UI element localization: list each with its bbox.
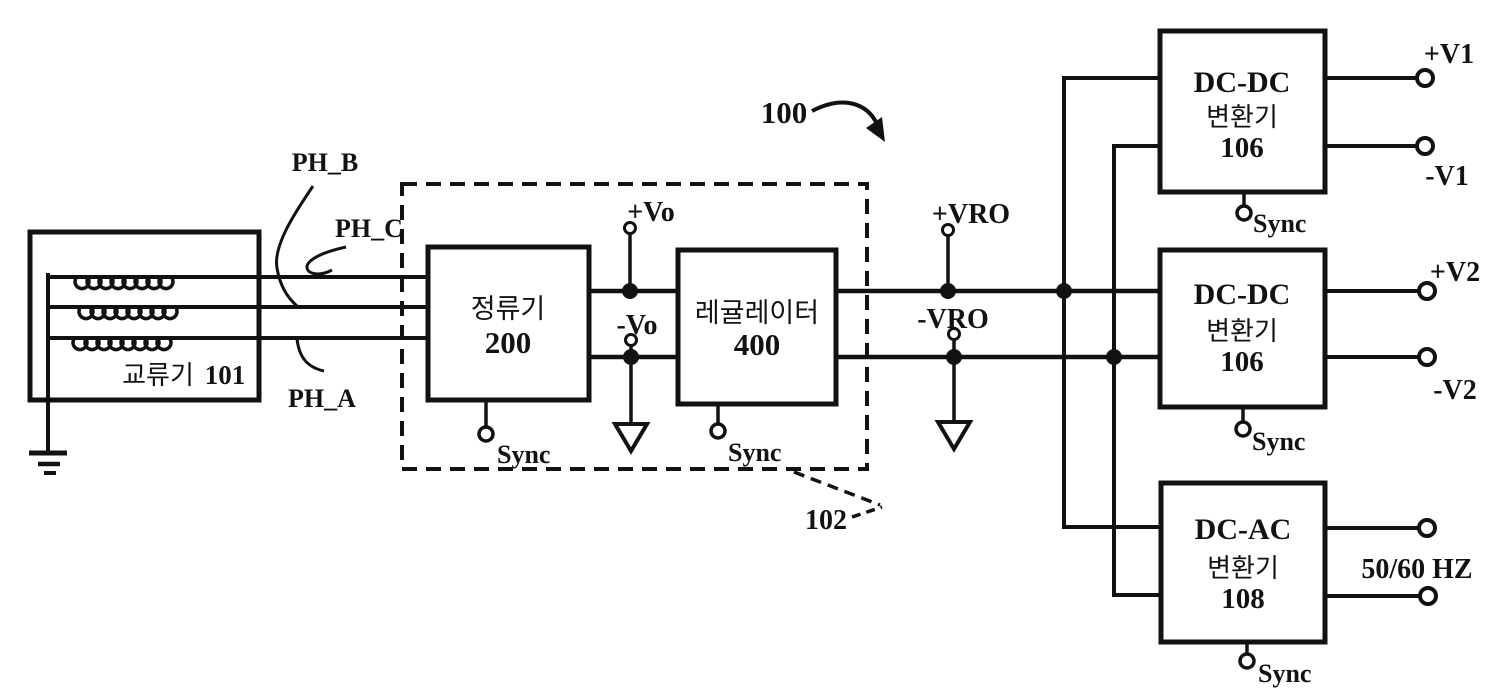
earth-ground-icon bbox=[29, 450, 67, 475]
output-terminal-icon bbox=[1417, 518, 1437, 538]
subsystem-ref: 102 bbox=[805, 505, 847, 536]
rectifier-sync-terminal-icon bbox=[477, 425, 495, 443]
dcdc-top-output-pos-label: +V1 bbox=[1424, 39, 1474, 70]
regulator-sync-terminal-icon bbox=[709, 422, 727, 440]
figure-ref-arrowhead-icon bbox=[866, 117, 885, 142]
output-terminal-icon bbox=[1417, 281, 1437, 301]
dcdc-top-type: DC-DC bbox=[1194, 66, 1291, 99]
rectifier-ref: 200 bbox=[485, 325, 532, 360]
regulator-box bbox=[675, 247, 839, 407]
dcdc-mid-output-neg-label: -V2 bbox=[1433, 375, 1477, 406]
winding-coil-icon-top bbox=[73, 274, 175, 291]
distribution-wiring bbox=[1056, 76, 1161, 597]
phase-a-label: PH_A bbox=[288, 384, 356, 413]
dcdc-converter-mid-block: DC-DC 변환기 106 +V2 -V2 Sync bbox=[1157, 247, 1480, 456]
regulator-sync-label: Sync bbox=[728, 438, 781, 467]
generator-label: 교류기 bbox=[122, 361, 194, 390]
subsystem-ref-callout: 102 bbox=[793, 470, 883, 536]
regulator-block: 레귤레이터 400 Sync bbox=[675, 247, 839, 467]
dcdc-mid-sync-terminal-icon bbox=[1234, 420, 1252, 438]
subsystem-dashed-boundary bbox=[400, 182, 869, 471]
junction-dot bbox=[940, 283, 956, 299]
dcac-output-label: 50/60 HZ bbox=[1361, 554, 1472, 585]
rectifier-block: 정류기 200 Sync bbox=[425, 244, 592, 469]
regulator-label: 레귤레이터 bbox=[695, 298, 819, 328]
rectifier-label: 정류기 bbox=[471, 294, 546, 324]
dcac-sync-terminal-icon bbox=[1238, 652, 1256, 670]
vro-negative-node: -VRO bbox=[917, 304, 989, 453]
negative-distribution-line bbox=[1112, 144, 1161, 597]
triangle-ground-icon bbox=[934, 420, 974, 453]
dcdc-mid-output-pos-label: +V2 bbox=[1430, 257, 1480, 288]
subsystem-leader-line bbox=[793, 470, 881, 507]
phase-labels: PH_B PH_C PH_A bbox=[275, 148, 403, 413]
dcac-box bbox=[1158, 480, 1328, 645]
dcdc-top-sync-terminal-icon bbox=[1235, 204, 1253, 222]
subsystem-leader-dash bbox=[851, 505, 883, 519]
phase-a-leader-line bbox=[295, 338, 325, 373]
junction-dot bbox=[1056, 283, 1072, 299]
winding-coil-icon-bottom bbox=[71, 335, 173, 352]
phase-c-leader-line bbox=[305, 245, 347, 276]
dcdc-mid-sync-label: Sync bbox=[1252, 427, 1305, 456]
output-terminal-icon bbox=[1415, 68, 1435, 88]
figure-ref-callout: 100 bbox=[761, 95, 885, 142]
generator-ref: 101 bbox=[205, 360, 246, 390]
dcdc-top-label: 변환기 bbox=[1206, 103, 1278, 132]
regulator-ref: 400 bbox=[734, 327, 781, 362]
vro-positive-terminal-icon bbox=[941, 223, 955, 237]
dcdc-top-output-neg-label: -V1 bbox=[1425, 161, 1469, 192]
junction-dot bbox=[622, 283, 638, 299]
dcdc-converter-top-block: DC-DC 변환기 106 +V1 -V1 Sync bbox=[1157, 28, 1474, 238]
dcdc-mid-type: DC-DC bbox=[1194, 278, 1291, 311]
phase-b-leader-line bbox=[275, 185, 315, 308]
dcdc-top-ref: 106 bbox=[1220, 132, 1264, 164]
output-terminal-icon bbox=[1418, 586, 1438, 606]
dcac-sync-label: Sync bbox=[1258, 659, 1311, 688]
junction-dot bbox=[1106, 349, 1122, 365]
phase-c-label: PH_C bbox=[335, 214, 403, 243]
figure-ref-arrow bbox=[811, 100, 879, 125]
output-terminal-icon bbox=[1415, 136, 1435, 156]
dcac-ref: 108 bbox=[1221, 583, 1265, 615]
vo-positive-label: +Vo bbox=[627, 197, 675, 228]
generator-box bbox=[27, 229, 262, 403]
triangle-ground-icon bbox=[611, 422, 651, 455]
winding-coil-icon-middle bbox=[77, 304, 179, 321]
output-terminal-icon bbox=[1417, 347, 1437, 367]
dcdc-mid-ref: 106 bbox=[1220, 346, 1264, 378]
vro-positive-node: +VRO bbox=[932, 199, 1010, 299]
dcac-label: 변환기 bbox=[1207, 554, 1279, 583]
vo-negative-terminal-icon bbox=[624, 333, 638, 347]
rectifier-sync-label: Sync bbox=[497, 440, 550, 469]
dcdc-mid-label: 변환기 bbox=[1206, 317, 1278, 346]
vo-positive-terminal-icon bbox=[623, 221, 637, 235]
rectifier-box bbox=[425, 244, 592, 403]
ac-generator-block: 교류기 101 bbox=[27, 229, 428, 475]
vro-negative-terminal-icon bbox=[947, 327, 961, 341]
figure-ref: 100 bbox=[761, 95, 808, 130]
dcdc-top-sync-label: Sync bbox=[1253, 209, 1306, 238]
vo-negative-label: -Vo bbox=[617, 310, 658, 341]
dc-rails bbox=[589, 288, 1160, 360]
vo-negative-node: -Vo bbox=[611, 310, 658, 455]
phase-b-label: PH_B bbox=[292, 148, 358, 177]
dcac-converter-block: DC-AC 변환기 108 50/60 HZ Sync bbox=[1158, 480, 1473, 688]
dcac-type: DC-AC bbox=[1195, 513, 1292, 546]
vo-positive-node: +Vo bbox=[622, 197, 675, 299]
